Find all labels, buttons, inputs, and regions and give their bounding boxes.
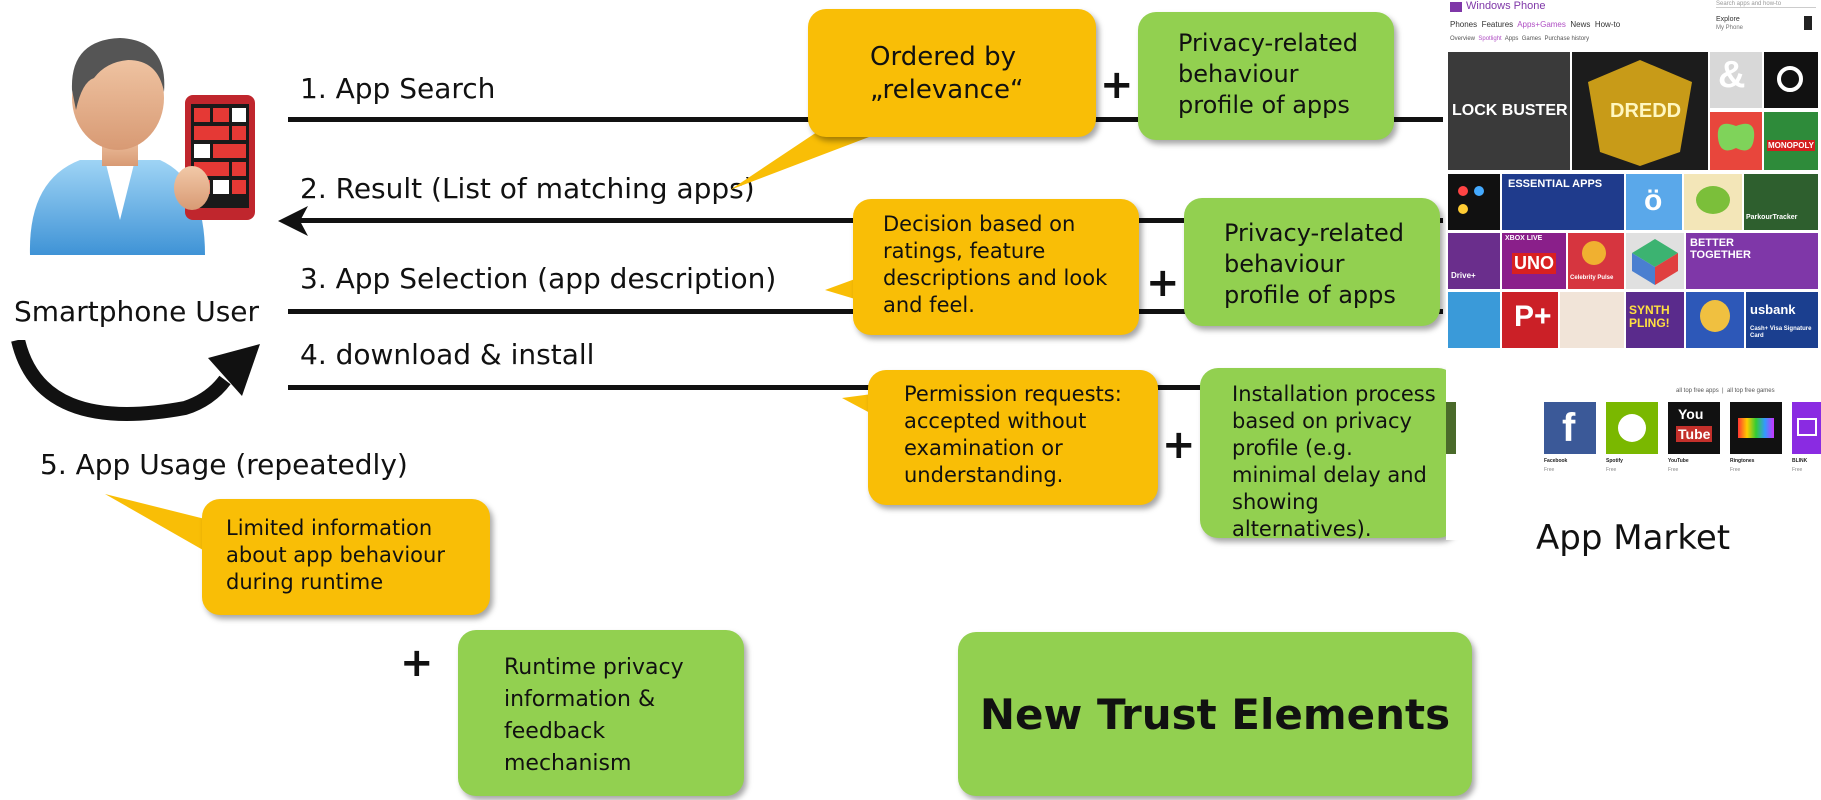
privacy-profile-box-search: Privacy-related behaviour profile of app… — [1138, 12, 1394, 140]
ringtones-price: Free — [1730, 467, 1741, 473]
privacy-profile-box-selection-text: Privacy-related behaviour profile of app… — [1224, 219, 1405, 309]
subnav-spotlight[interactable]: Spotlight — [1478, 36, 1502, 42]
blink-name: BLINK — [1792, 458, 1808, 464]
plus-sign-4: + — [400, 640, 434, 686]
relevance-callout-text: Ordered by „relevance“ — [870, 42, 1024, 105]
tile-camera[interactable] — [1764, 52, 1818, 108]
smartphone-user-label: Smartphone User — [14, 295, 260, 328]
tile-dredd[interactable]: DREDD — [1572, 52, 1708, 170]
subnav-apps[interactable]: Apps — [1504, 36, 1519, 42]
spotify-price: Free — [1606, 467, 1617, 473]
new-trust-elements-title: New Trust Elements — [979, 689, 1451, 739]
nav-phones[interactable]: Phones — [1450, 20, 1478, 29]
facebook-app-tile[interactable]: f — [1544, 402, 1596, 454]
all-top-free-apps-link[interactable]: all top free apps — [1676, 388, 1719, 394]
spotify-name: Spotify — [1606, 458, 1623, 464]
market-search-input[interactable]: Search apps and how-to — [1716, 1, 1816, 8]
top-free-links: all top free apps | all top free games — [1676, 388, 1775, 394]
tile-birds[interactable] — [1448, 292, 1500, 348]
privacy-profile-box-search-text: Privacy-related behaviour profile of app… — [1178, 29, 1359, 119]
tile-parkour-tracker[interactable]: ParkourTracker — [1744, 174, 1818, 230]
step-2-result: 2. Result (List of matching apps) — [300, 172, 755, 205]
all-top-free-games-link[interactable]: all top free games — [1726, 388, 1775, 394]
subnav-purchase-history[interactable]: Purchase history — [1544, 36, 1590, 42]
app-market-screenshot: Windows Phone Search apps and how-to Pho… — [1446, 0, 1821, 540]
subnav-games[interactable]: Games — [1521, 36, 1542, 42]
step-4-line — [288, 385, 1443, 390]
app-market-label: App Market — [1536, 518, 1731, 558]
subnav-overview[interactable]: Overview — [1450, 36, 1476, 42]
market-brand: Windows Phone — [1466, 0, 1546, 12]
permission-callout-text: Permission requests: accepted without ex… — [904, 382, 1122, 487]
step-4-download-install: 4. download & install — [300, 338, 595, 371]
tile-essential-apps[interactable]: ESSENTIAL APPS — [1502, 174, 1624, 230]
tile-lock-buster[interactable]: LOCK BUSTER — [1448, 52, 1570, 170]
market-nav: Phones Features Apps+Games News How-to — [1450, 20, 1620, 29]
tile-uno[interactable]: XBOX LIVE UNO — [1502, 233, 1566, 289]
runtime-privacy-box: Runtime privacy information & feedback m… — [458, 630, 744, 796]
tile-cubes[interactable] — [1626, 233, 1684, 289]
windows-logo-icon — [1450, 2, 1462, 12]
installation-process-box: Installation process based on privacy pr… — [1200, 368, 1456, 541]
facebook-price: Free — [1544, 467, 1555, 473]
privacy-profile-box-selection: Privacy-related behaviour profile of app… — [1184, 198, 1440, 326]
market-my-phone[interactable]: My Phone — [1716, 25, 1744, 31]
market-explore[interactable]: Explore — [1716, 16, 1740, 23]
tile-usbank[interactable]: usbank Cash+ Visa Signature Card — [1746, 292, 1818, 348]
tile-butterfly[interactable] — [1710, 112, 1762, 170]
step-2-arrowhead-icon — [278, 206, 312, 236]
tile-ampersand[interactable]: & — [1710, 52, 1762, 108]
tile-police[interactable] — [1686, 292, 1744, 348]
nav-apps-games[interactable]: Apps+Games — [1517, 20, 1566, 29]
installation-process-box-text: Installation process based on privacy pr… — [1232, 382, 1436, 541]
plus-sign-2: + — [1146, 260, 1180, 306]
plus-sign-1: + — [1100, 62, 1134, 108]
tile-frog[interactable] — [1684, 174, 1742, 230]
market-phone-icon — [1804, 16, 1812, 30]
limited-callout-text: Limited information about app behaviour … — [226, 516, 445, 594]
step-3-app-selection: 3. App Selection (app description) — [300, 262, 777, 295]
runtime-privacy-box-text: Runtime privacy information & feedback m… — [504, 655, 684, 776]
spotify-app-tile[interactable] — [1606, 402, 1658, 454]
nav-features[interactable]: Features — [1481, 20, 1514, 29]
youtube-name: YouTube — [1668, 458, 1689, 464]
ringtones-name: Ringtones — [1730, 458, 1755, 464]
nav-how-to[interactable]: How-to — [1594, 20, 1621, 29]
decision-callout: Decision based on ratings, feature descr… — [853, 199, 1139, 335]
usage-cycle-arrow-icon — [10, 338, 270, 425]
plus-sign-3: + — [1162, 422, 1196, 468]
youtube-app-tile[interactable]: You Tube — [1668, 402, 1720, 454]
tile-drive[interactable]: Drive+ — [1448, 233, 1500, 289]
tile-sketch[interactable] — [1560, 292, 1624, 348]
tile-monopoly[interactable]: MONOPOLY — [1764, 112, 1818, 170]
bottom-tile-partial[interactable] — [1446, 402, 1456, 454]
blink-price: Free — [1792, 467, 1803, 473]
tile-better-together[interactable]: BETTER TOGETHER — [1686, 233, 1818, 289]
nav-news[interactable]: News — [1570, 20, 1591, 29]
smartphone-user-illustration — [10, 20, 270, 260]
step-5-app-usage: 5. App Usage (repeatedly) — [40, 448, 408, 481]
youtube-price: Free — [1668, 467, 1679, 473]
permission-callout: Permission requests: accepted without ex… — [868, 370, 1158, 505]
market-subnav: Overview Spotlight Apps Games Purchase h… — [1450, 36, 1589, 42]
relevance-callout: Ordered by „relevance“ — [808, 9, 1096, 137]
step-1-app-search: 1. App Search — [300, 72, 496, 105]
new-trust-elements-box: New Trust Elements — [958, 632, 1472, 796]
tile-synth-pling[interactable]: SYNTH PLING! — [1626, 292, 1684, 348]
tile-pinterest[interactable]: P+ — [1502, 292, 1558, 348]
tile-celebrity-pulse[interactable]: Celebrity Pulse — [1568, 233, 1624, 289]
tile-blue-app[interactable]: ö — [1626, 174, 1682, 230]
ringtones-app-tile[interactable] — [1730, 402, 1782, 454]
limited-callout: Limited information about app behaviour … — [202, 499, 490, 615]
decision-callout-text: Decision based on ratings, feature descr… — [883, 212, 1108, 317]
limited-callout-tail — [105, 494, 225, 554]
facebook-name: Facebook — [1544, 458, 1568, 464]
blink-app-tile[interactable] — [1792, 402, 1821, 454]
tile-dots[interactable] — [1448, 174, 1500, 230]
